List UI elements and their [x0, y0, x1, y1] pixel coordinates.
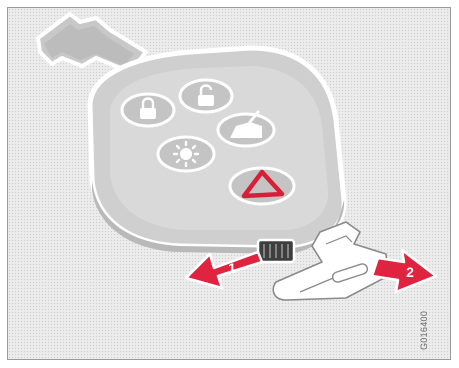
approach-light-button[interactable]	[158, 137, 214, 171]
panic-button[interactable]	[230, 168, 294, 204]
callout-label-2: 2	[406, 264, 414, 280]
figure-reference-code: G016400	[419, 260, 439, 350]
unlock-button[interactable]	[180, 80, 232, 112]
lock-button[interactable]	[122, 94, 174, 126]
remote-fob-body	[90, 48, 344, 254]
approach-light-icon	[174, 142, 198, 166]
callout-label-1: 1	[228, 260, 236, 276]
catch-slider[interactable]	[258, 240, 294, 262]
arrow-1: 1	[186, 252, 262, 288]
tailgate-button[interactable]	[218, 112, 274, 146]
